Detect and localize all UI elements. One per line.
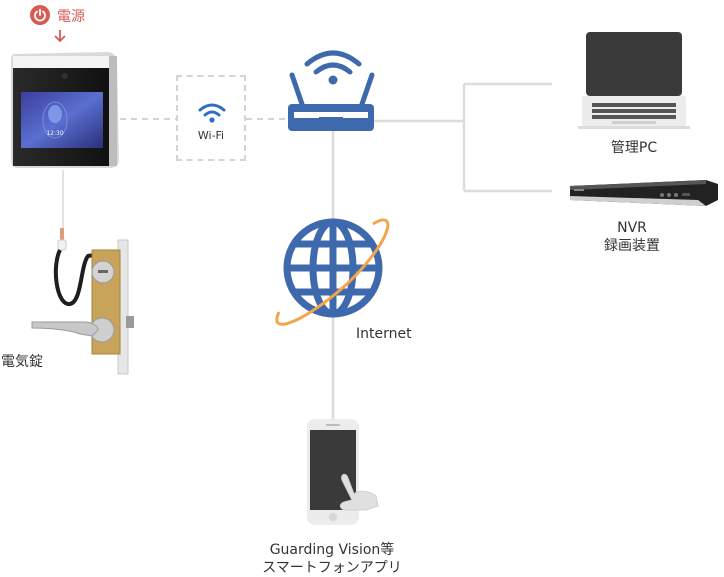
nvr-label-line2: 録画装置 bbox=[604, 238, 660, 254]
nvr-label-line1: NVR bbox=[617, 220, 647, 236]
internet-label: Internet bbox=[356, 326, 412, 342]
arrow-down-icon bbox=[53, 29, 67, 43]
laptop-icon bbox=[576, 31, 692, 131]
smartphone-touch-icon bbox=[306, 418, 384, 526]
nvr-label: NVR 録画装置 bbox=[582, 219, 682, 255]
power-icon bbox=[30, 5, 50, 25]
electric-lock-icon bbox=[30, 226, 140, 376]
smartphone-label: Guarding Vision等 スマートフォンアプリ bbox=[232, 541, 432, 577]
router-icon bbox=[287, 40, 377, 134]
nvr-icon bbox=[566, 178, 720, 208]
wifi-icon bbox=[197, 101, 227, 125]
smartphone-label-line2: スマートフォンアプリ bbox=[262, 560, 402, 576]
terminal-screen-time: 12:30 bbox=[46, 130, 63, 137]
globe-icon bbox=[273, 212, 395, 334]
face-recognition-terminal: 12:30 bbox=[9, 50, 121, 172]
power-label: 電源 bbox=[57, 9, 85, 25]
smartphone-label-line1: Guarding Vision等 bbox=[269, 542, 395, 558]
wifi-label: Wi-Fi bbox=[197, 129, 225, 142]
lock-label: 電気錠 bbox=[1, 354, 43, 370]
wifi-box: Wi-Fi bbox=[176, 75, 246, 161]
pc-label: 管理PC bbox=[610, 140, 658, 156]
